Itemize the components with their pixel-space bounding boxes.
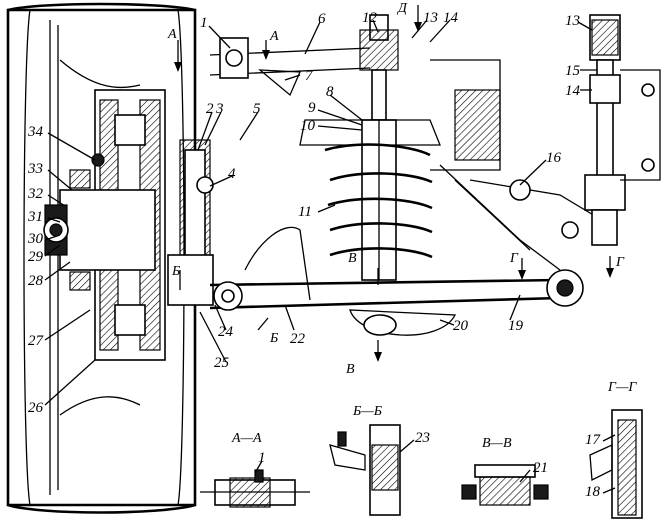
callout-14: 14	[443, 10, 459, 26]
callout-2: 2	[206, 101, 214, 117]
section-g-callout-18: 18	[585, 484, 601, 500]
shock-absorber	[359, 14, 399, 281]
marker-g-left: Г	[509, 251, 519, 266]
callout-6: 6	[318, 11, 326, 27]
callout-8: 8	[326, 84, 334, 100]
marker-v-lower: В	[346, 362, 355, 377]
section-view-a-a	[200, 469, 310, 508]
callout-7: 7	[305, 68, 314, 84]
callout-13: 13	[423, 10, 438, 26]
section-view-v-v	[461, 464, 549, 506]
section-a-callout-1: 1	[258, 450, 266, 466]
marker-a-right: А	[269, 29, 279, 44]
title-section-g-g: Г—Г	[607, 380, 637, 395]
steering-knuckle	[167, 139, 214, 306]
coil-spring	[299, 119, 441, 259]
title-section-a-a: А—А	[231, 431, 262, 446]
section-marker-labels: А А Д Б Б В В Г Г	[167, 1, 625, 377]
callout-14-right: 14	[565, 83, 581, 99]
callout-32: 32	[27, 186, 44, 202]
callout-11: 11	[298, 204, 312, 220]
wheel-tire	[6, 2, 197, 514]
marker-d: Д	[396, 1, 408, 16]
callout-labels: 1 2 3 4 5 6 7 8 9 10 11 12 13 14 13 15 1…	[27, 10, 602, 500]
callout-13-right: 13	[565, 13, 580, 29]
hub-assembly	[43, 89, 166, 361]
lower-buffer	[349, 309, 457, 336]
callout-20: 20	[453, 318, 469, 334]
section-b-callout-23: 23	[415, 430, 430, 446]
upper-control-arm	[209, 37, 371, 97]
marker-b-upper: Б	[171, 264, 180, 279]
callout-16: 16	[546, 150, 562, 166]
callout-29: 29	[28, 249, 44, 265]
crossmember	[430, 59, 611, 239]
callout-19: 19	[508, 318, 524, 334]
marker-v-upper: В	[348, 251, 357, 266]
title-section-b-b: Б—Б	[352, 404, 382, 419]
callout-10: 10	[300, 118, 316, 134]
callout-28: 28	[28, 273, 44, 289]
callout-22: 22	[290, 331, 306, 347]
stabilizer-link	[584, 14, 661, 246]
leader-lines	[44, 19, 616, 494]
callout-12: 12	[362, 10, 378, 26]
marker-g-right: Г	[615, 255, 625, 270]
callout-1: 1	[200, 15, 208, 31]
marker-b-lower: Б	[269, 331, 278, 346]
callout-27: 27	[28, 333, 45, 349]
section-v-callout-21: 21	[533, 460, 548, 476]
callout-34: 34	[27, 124, 44, 140]
title-section-v-v: В—В	[482, 436, 512, 451]
section-g-callout-17: 17	[585, 432, 602, 448]
lower-control-arm	[209, 164, 584, 311]
section-titles: А—А Б—Б В—В Г—Г	[231, 380, 637, 451]
section-view-b-b	[329, 424, 401, 516]
callout-9: 9	[308, 100, 316, 116]
callout-33: 33	[27, 161, 43, 177]
marker-a-left: А	[167, 27, 177, 42]
callout-24: 24	[218, 324, 234, 340]
callout-5: 5	[253, 101, 261, 117]
callout-31: 31	[27, 209, 43, 225]
callout-3: 3	[215, 101, 224, 117]
section-arrows	[174, 5, 614, 362]
section-view-g-g	[589, 409, 643, 519]
callout-25: 25	[214, 355, 230, 371]
callout-4: 4	[228, 166, 236, 182]
callout-30: 30	[27, 231, 44, 247]
callout-15: 15	[565, 63, 581, 79]
callout-26: 26	[28, 400, 44, 416]
